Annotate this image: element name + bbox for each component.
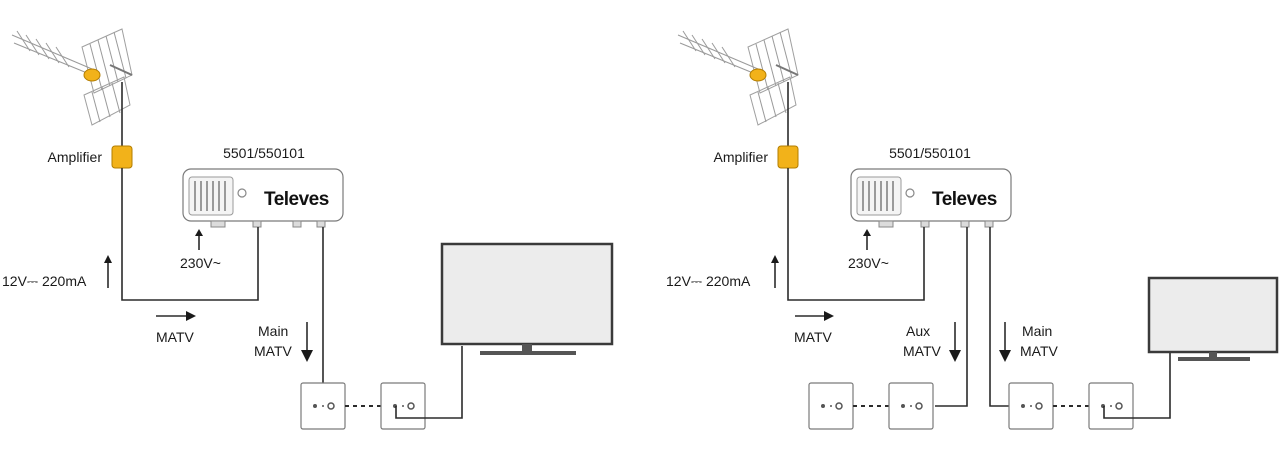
antenna-icon <box>677 28 799 126</box>
right-panel: Amplifier 5501/550101 Televes 230V~ 12V⎓… <box>666 28 1279 430</box>
power-arrow-head <box>104 255 112 263</box>
wall-outlet <box>1088 382 1134 430</box>
main-output-cable <box>989 227 1009 407</box>
mains-arrow-head <box>863 229 871 236</box>
aux-matv-label: MATV <box>903 343 942 359</box>
mains-arrow-head <box>195 229 203 236</box>
power-arrow-head <box>771 255 779 263</box>
tv-icon <box>440 242 614 346</box>
wall-outlet <box>1008 382 1054 430</box>
matv-feed-cable <box>121 168 259 301</box>
brand-logo-text: Televes <box>932 189 997 210</box>
mast-amplifier-icon <box>111 145 133 169</box>
matv-label: MATV <box>794 329 833 345</box>
brand-logo-text: Televes <box>264 189 329 210</box>
aux-output-cable <box>935 227 968 407</box>
amplifier-label: Amplifier <box>48 149 103 165</box>
main-arrow-head <box>999 350 1011 362</box>
main-matv-label: MATV <box>254 343 293 359</box>
tv-base <box>1178 357 1250 361</box>
tv-base <box>480 351 576 355</box>
device-model-label: 5501/550101 <box>223 145 305 161</box>
mast-amplifier-icon <box>777 145 799 169</box>
wall-outlet <box>808 382 854 430</box>
main-label: Main <box>258 323 288 339</box>
aux-arrow-head <box>949 350 961 362</box>
tv-stand <box>522 344 532 352</box>
tv-cable <box>395 346 463 419</box>
amplifier-label: Amplifier <box>714 149 769 165</box>
antenna-icon <box>11 28 133 126</box>
device-model-label: 5501/550101 <box>889 145 971 161</box>
tv-cable <box>1103 353 1171 419</box>
main-label: Main <box>1022 323 1052 339</box>
power-label: 12V⎓ 220mA <box>2 273 87 289</box>
matv-arrow-head <box>186 311 196 321</box>
tv-icon <box>1147 276 1279 354</box>
left-panel: Amplifier 5501/550101 Televes 230V~ 12V⎓… <box>2 28 614 430</box>
mains-label: 230V~ <box>180 255 221 271</box>
main-matv-label: MATV <box>1020 343 1059 359</box>
matv-arrow-head <box>824 311 834 321</box>
main-arrow-head <box>301 350 313 362</box>
aux-label: Aux <box>906 323 930 339</box>
wall-outlet <box>888 382 934 430</box>
wall-outlet <box>300 382 346 430</box>
wall-outlet <box>380 382 426 430</box>
power-label: 12V⎓ 220mA <box>666 273 751 289</box>
matv-label: MATV <box>156 329 195 345</box>
tv-stand <box>1209 352 1217 358</box>
mains-label: 230V~ <box>848 255 889 271</box>
matv-feed-cable <box>787 168 925 301</box>
